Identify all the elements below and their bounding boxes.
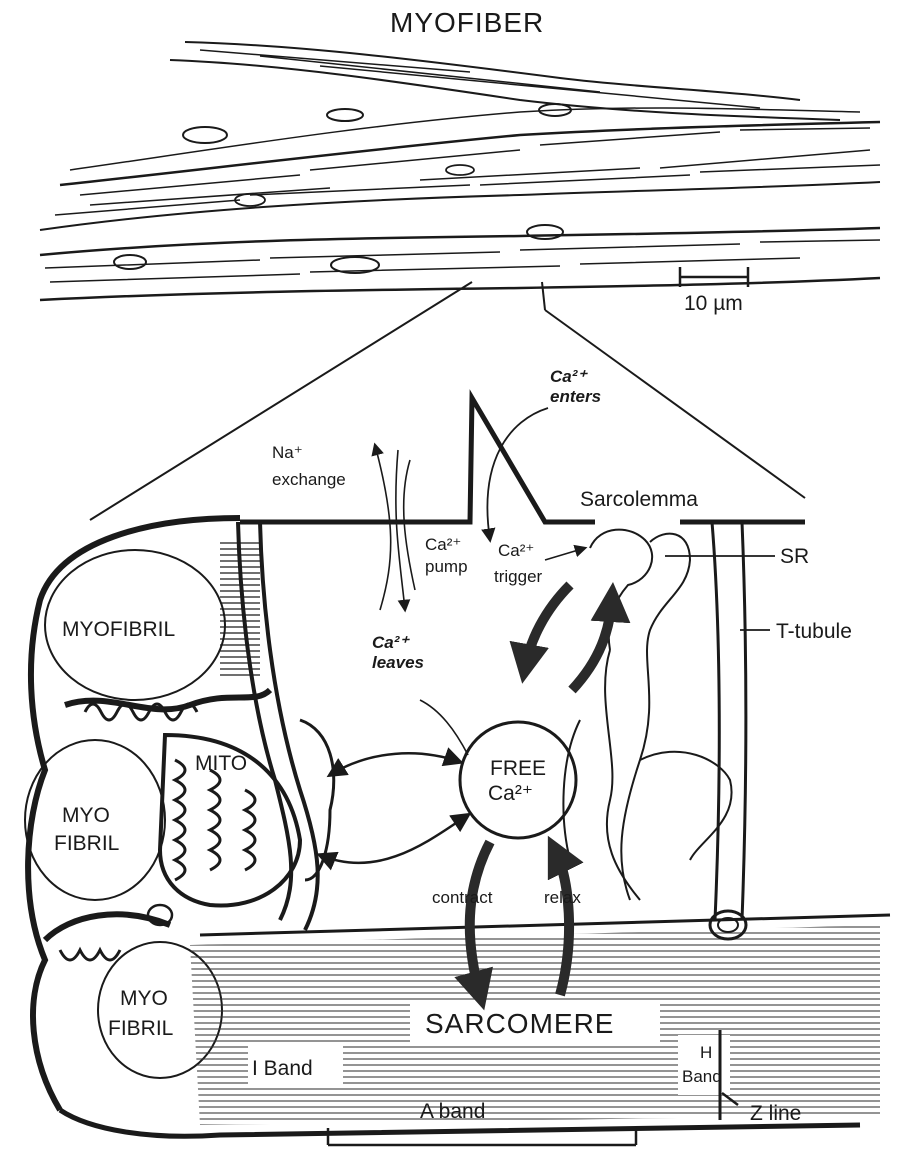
- label-free-ca: FREE: [490, 757, 546, 780]
- label-mito: MITO: [195, 752, 247, 775]
- zoom-lines: [90, 282, 805, 520]
- label-contract: contract: [432, 888, 493, 907]
- label-ca-trigger-2: trigger: [494, 567, 543, 586]
- label-na-exchange: Na⁺: [272, 443, 303, 462]
- calcium-arrows: [320, 585, 612, 995]
- label-sarcolemma: Sarcolemma: [580, 488, 698, 511]
- label-ca-enters-2: enters: [550, 387, 601, 406]
- label-ca-pump-2: pump: [425, 557, 468, 576]
- title: MYOFIBER: [390, 7, 544, 38]
- label-na-exchange-2: exchange: [272, 470, 346, 489]
- label-myo-fibril-2a: MYO: [62, 804, 110, 827]
- free-calcium-circle: [460, 722, 576, 838]
- label-ca-pump: Ca²⁺: [425, 535, 461, 554]
- label-z-line: Z line: [750, 1102, 801, 1125]
- label-sr: SR: [780, 545, 809, 568]
- t-tubule: [710, 522, 746, 939]
- label-t-tubule: T-tubule: [776, 620, 852, 643]
- myofiber-strands: [40, 42, 880, 300]
- sr-network: [563, 530, 731, 900]
- label-ca-leaves-2: leaves: [372, 653, 424, 672]
- label-myo-fibril-2b: FIBRIL: [54, 832, 119, 855]
- label-a-band: A band: [420, 1100, 485, 1123]
- label-sarcomere: SARCOMERE: [425, 1008, 614, 1039]
- label-relax: relax: [544, 888, 581, 907]
- label-myo-fibril-3a: MYO: [120, 987, 168, 1010]
- label-myo-fibril-3b: FIBRIL: [108, 1017, 173, 1040]
- label-ca-leaves: Ca²⁺: [372, 633, 410, 652]
- label-free-ca-2: Ca²⁺: [488, 782, 533, 805]
- scale-bar-label: 10 µm: [684, 292, 743, 315]
- label-h-band: H: [700, 1043, 712, 1062]
- label-myofibril-1: MYOFIBRIL: [62, 618, 175, 641]
- label-h-band-2: Band: [682, 1067, 722, 1086]
- label-ca-trigger: Ca²⁺: [498, 541, 534, 560]
- label-i-band: I Band: [252, 1057, 313, 1080]
- label-ca-enters: Ca²⁺: [550, 367, 588, 386]
